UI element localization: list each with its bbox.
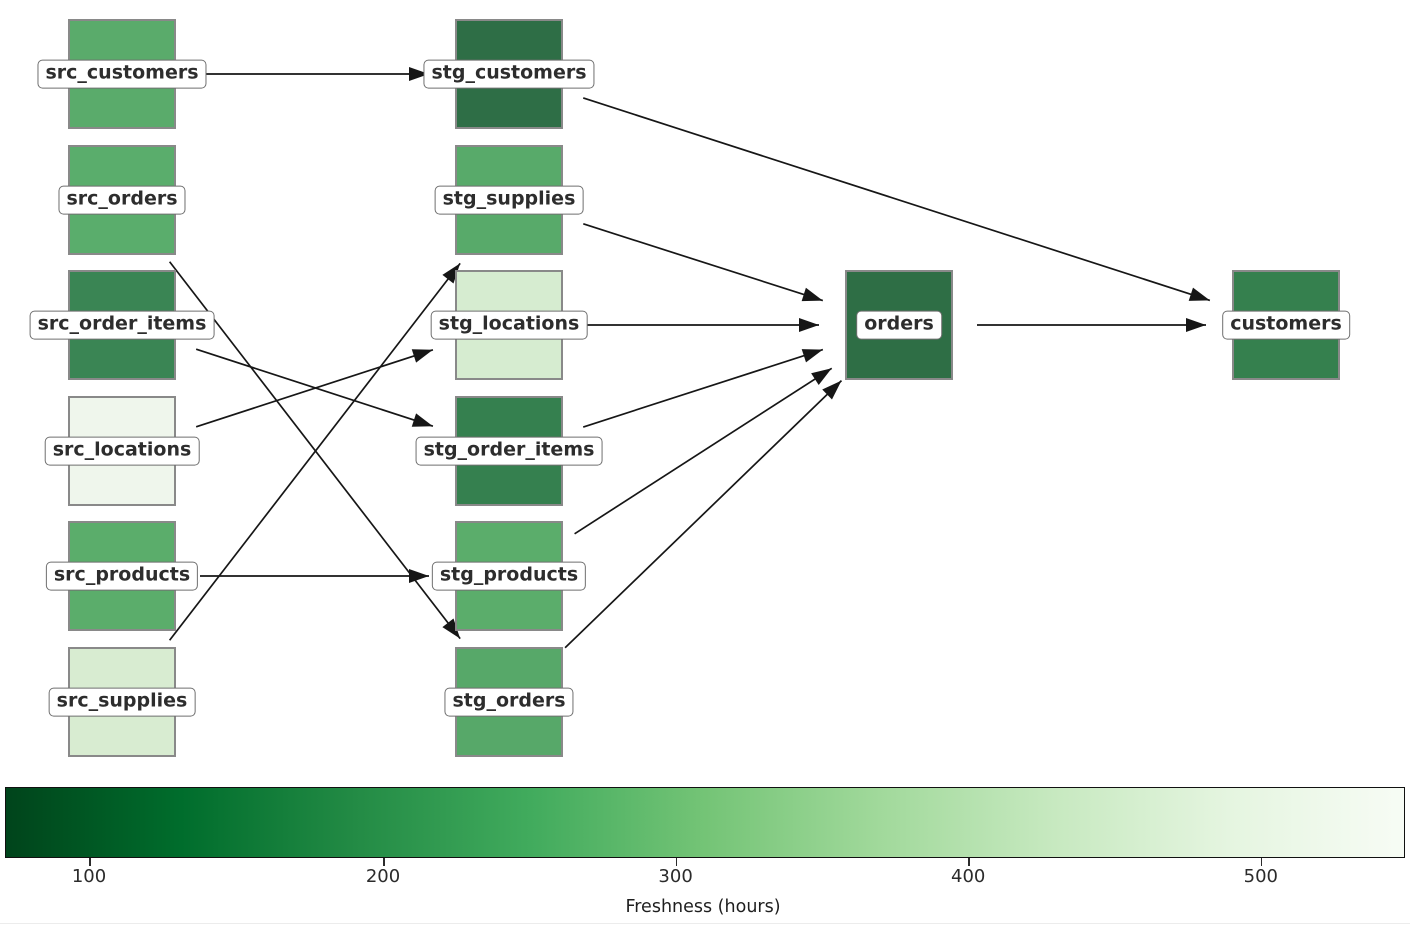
colorbar-ticklabel-300: 300 <box>658 866 693 887</box>
node-label-src_customers: src_customers <box>37 59 207 89</box>
colorbar-ticklabel-200: 200 <box>365 866 401 887</box>
edge-stg_orders-to-orders <box>564 379 843 649</box>
node-label-stg_customers: stg_customers <box>423 59 595 89</box>
colorbar-tick-100 <box>89 858 91 866</box>
colorbar-tick-500 <box>1260 858 1263 866</box>
edge-src_supplies-to-stg_supplies <box>168 262 461 641</box>
colorbar-tick-200 <box>383 858 385 866</box>
node-label-customers: customers <box>1222 310 1350 340</box>
node-label-src_order_items: src_order_items <box>29 310 215 340</box>
edge-src_locations-to-stg_locations <box>195 348 434 428</box>
colorbar-tick-300 <box>675 858 678 866</box>
edge-stg_customers-to-customers <box>582 97 1211 302</box>
colorbar-ticklabel-500: 500 <box>1243 866 1278 887</box>
colorbar-gradient <box>5 787 1405 858</box>
edge-stg_supplies-to-orders <box>583 222 824 302</box>
node-label-stg_locations: stg_locations <box>430 310 588 340</box>
colorbar-ticklabel-400: 400 <box>951 866 986 887</box>
node-label-src_orders: src_orders <box>58 185 186 215</box>
edge-stg_products-to-orders <box>574 367 833 535</box>
node-label-src_locations: src_locations <box>44 436 200 466</box>
node-label-stg_products: stg_products <box>431 561 587 591</box>
edge-stg_order_items-to-orders <box>582 348 824 428</box>
colorbar-ticklabel-100: 100 <box>71 866 107 887</box>
node-label-orders: orders <box>856 310 942 340</box>
node-label-src_products: src_products <box>45 561 199 591</box>
node-label-stg_orders: stg_orders <box>444 687 574 717</box>
node-label-stg_supplies: stg_supplies <box>434 185 584 215</box>
figure-bottom-border <box>0 923 1410 924</box>
node-label-stg_order_items: stg_order_items <box>415 436 603 466</box>
colorbar-axis-label: Freshness (hours) <box>625 897 781 917</box>
node-label-src_supplies: src_supplies <box>48 687 196 717</box>
colorbar-tick-400 <box>968 858 970 866</box>
